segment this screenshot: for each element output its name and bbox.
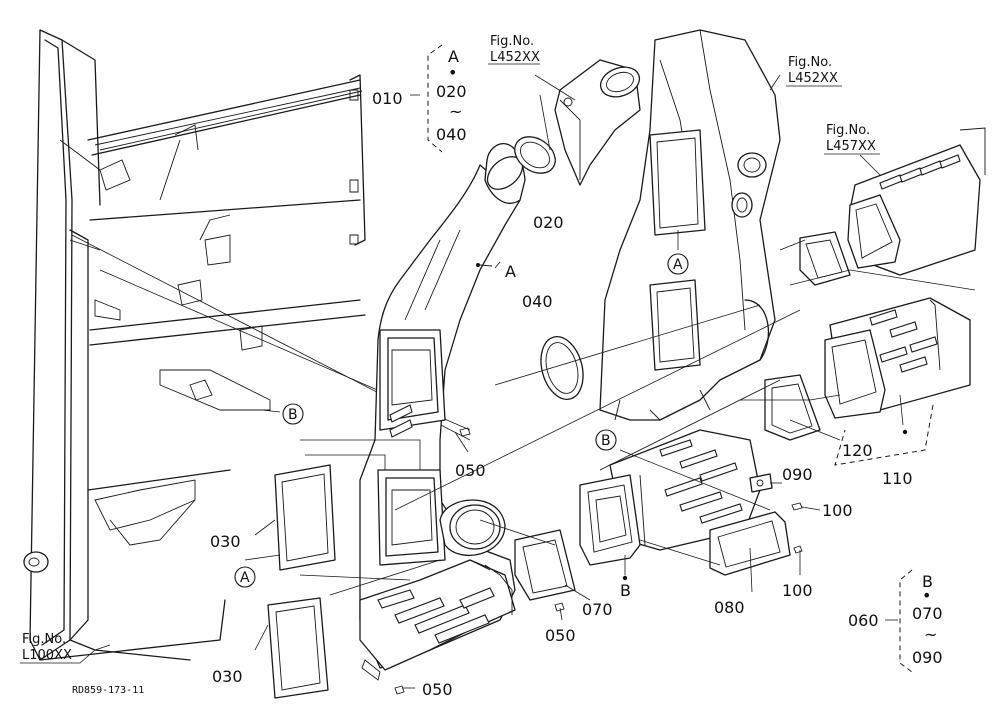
label-040: 040 [522, 292, 553, 311]
label-080: 080 [714, 598, 745, 617]
marker-b-frame: B [288, 407, 298, 423]
group-bracket-110 [834, 404, 934, 466]
svg-text:~: ~ [924, 625, 937, 644]
duct-b [579, 429, 761, 566]
svg-text:L100XX: L100XX [22, 648, 72, 663]
marker-a-gasket: A [240, 570, 250, 586]
gasket-070 [514, 529, 576, 601]
svg-text:Fig.No.: Fig.No. [22, 632, 66, 647]
svg-text:010: 010 [372, 89, 403, 108]
label-050-c: 050 [422, 680, 453, 699]
marker-a-panel: A [673, 257, 683, 273]
label-090: 090 [782, 465, 813, 484]
group-060: 060 B • 070 ~ 090 [848, 572, 943, 667]
label-110: 110 [882, 469, 913, 488]
svg-text:•: • [922, 586, 931, 605]
fig-ref-3: Fig.No. L457XX [824, 123, 880, 155]
group-010: 010 A • 020 ~ 040 [372, 47, 467, 144]
group-bracket-060 [899, 569, 913, 673]
svg-text:040: 040 [436, 125, 467, 144]
svg-text:L452XX: L452XX [490, 50, 540, 65]
cab-frame [23, 29, 471, 661]
marker-b-duct: B [601, 433, 611, 449]
svg-text:070: 070 [912, 604, 943, 623]
center-panel [599, 29, 781, 421]
marker-a-duct: A [505, 262, 516, 281]
label-030-lower: 030 [212, 667, 243, 686]
gasket-080 [709, 511, 791, 576]
svg-text:•: • [448, 63, 457, 82]
gasket-120 [764, 374, 821, 441]
gasket-030-lower [267, 597, 329, 699]
duct-section-110 [824, 297, 971, 419]
fig-ref-4: Fig.No. L100XX [20, 632, 96, 664]
svg-text:Fig.No.: Fig.No. [788, 55, 832, 70]
svg-text:L457XX: L457XX [826, 139, 876, 154]
fasteners [394, 427, 803, 695]
svg-text:Fig.No.: Fig.No. [490, 34, 534, 49]
label-020: 020 [533, 213, 564, 232]
svg-text:~: ~ [449, 102, 462, 121]
svg-text:020: 020 [436, 82, 467, 101]
ring-040 [540, 336, 584, 400]
svg-text:B: B [922, 572, 933, 591]
svg-text:060: 060 [848, 611, 879, 630]
upper-right-duct [799, 127, 986, 286]
marker-b-lower: B [620, 581, 631, 600]
svg-text:A: A [448, 47, 459, 66]
upper-adapter [514, 59, 641, 186]
fig-ref-1: Fig.No. L452XX [488, 34, 540, 65]
leader-lines [94, 74, 976, 689]
group-bracket-010 [427, 44, 443, 153]
label-070: 070 [582, 600, 613, 619]
gasket-030-upper [274, 464, 336, 571]
label-050-a: 050 [455, 461, 486, 480]
label-120: 120 [842, 441, 873, 460]
svg-text:Fig.No.: Fig.No. [826, 123, 870, 138]
svg-text:090: 090 [912, 648, 943, 667]
label-100-a: 100 [822, 501, 853, 520]
main-duct [359, 142, 526, 681]
drawing-code: RD859-173-11 [72, 685, 144, 696]
label-030-upper: 030 [210, 532, 241, 551]
fig-ref-2: Fig.No. L452XX [786, 55, 842, 87]
label-050-b: 050 [545, 626, 576, 645]
label-100-b: 100 [782, 581, 813, 600]
svg-text:L452XX: L452XX [788, 71, 838, 86]
